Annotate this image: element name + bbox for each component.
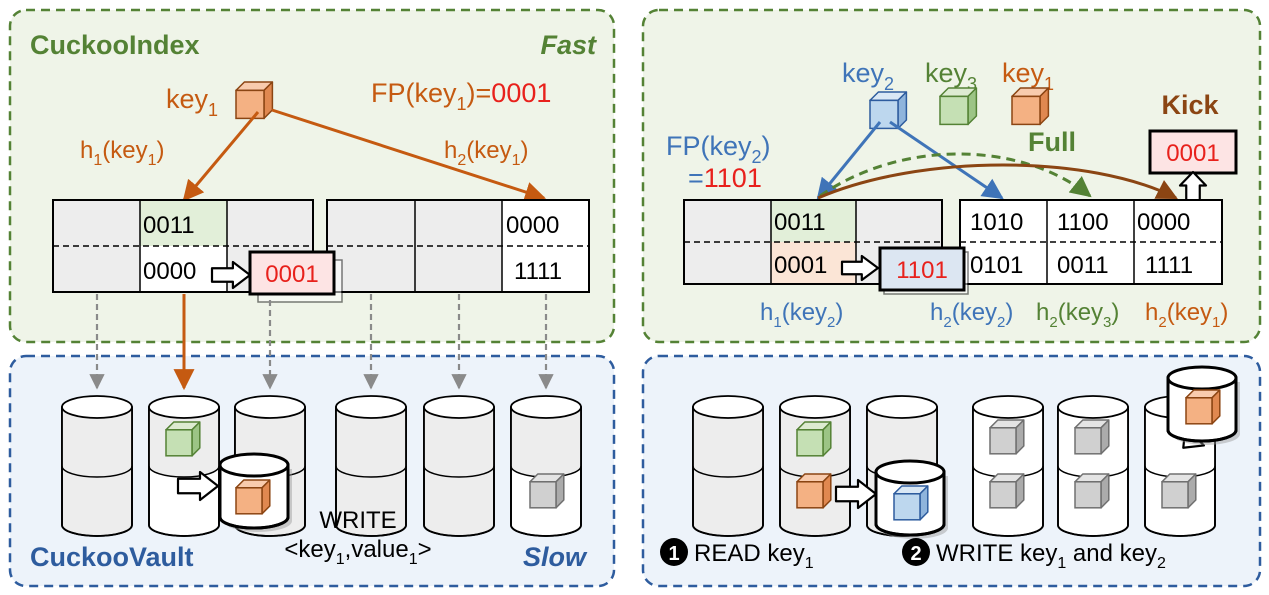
inserted-fp-box-right bbox=[878, 246, 969, 295]
step-1-label: READ key1 bbox=[694, 540, 814, 572]
step-2-label: WRITE key1 and key2 bbox=[936, 540, 1166, 572]
svg-text:1: 1 bbox=[668, 543, 679, 565]
cube-icon bbox=[796, 421, 832, 457]
key2-label: key2 bbox=[842, 58, 894, 94]
r-cell-b4-top: 1010 bbox=[970, 209, 1023, 236]
cell-b6-bot: 1111 bbox=[514, 258, 562, 285]
insert-arrow-icon bbox=[210, 260, 252, 290]
cube-icon bbox=[165, 421, 201, 457]
r-cell-b5-bot: 0011 bbox=[1057, 252, 1109, 279]
kick-curve bbox=[817, 163, 1178, 200]
inserted-fp-value-right: 1101 bbox=[896, 257, 948, 284]
database-cylinder-icon bbox=[335, 395, 407, 537]
cube-icon bbox=[1011, 87, 1050, 126]
cell-b2-top: 0011 bbox=[143, 212, 195, 239]
cube-icon bbox=[529, 473, 565, 509]
slow-label: Slow bbox=[523, 542, 588, 572]
h1-key1-label: h1(key1) bbox=[80, 137, 165, 169]
insert-arrow-icon bbox=[834, 478, 878, 510]
cube-icon bbox=[1011, 87, 1050, 126]
h2-key1-label: h2(key1) bbox=[444, 137, 529, 169]
insert-arrow-icon bbox=[176, 470, 220, 502]
full-label: Full bbox=[1028, 127, 1076, 157]
insert-arrow-icon bbox=[176, 470, 220, 502]
database-cylinder-icon bbox=[510, 395, 582, 537]
cuckoo-index-title: CuckooIndex bbox=[30, 30, 200, 60]
step-1-badge: 1 bbox=[660, 538, 688, 566]
bucket-links bbox=[89, 294, 554, 390]
write-label: WRITE bbox=[319, 507, 396, 534]
cube-icon bbox=[893, 485, 929, 521]
cube-icon bbox=[1185, 389, 1221, 425]
inserted-fp-value: 0001 bbox=[265, 261, 318, 288]
key3-label: key3 bbox=[925, 58, 977, 94]
cube-icon bbox=[529, 473, 565, 509]
fp-key1-label: FP(key1)=0001 bbox=[371, 78, 551, 114]
database-cylinder-icon bbox=[1057, 395, 1129, 537]
cell-b2-bot: 0000 bbox=[143, 258, 196, 285]
hash-table-right bbox=[683, 199, 1223, 285]
database-cylinder-icon bbox=[972, 395, 1044, 537]
r-cell-b5-top: 1100 bbox=[1057, 209, 1109, 236]
database-cylinder-icon bbox=[61, 395, 133, 537]
h2-arrow bbox=[271, 108, 546, 203]
r-cell-b6-bot: 1111 bbox=[1145, 252, 1193, 279]
fp-key2-value: =1101 bbox=[688, 163, 762, 193]
fast-label: Fast bbox=[540, 30, 597, 60]
cube-icon bbox=[165, 421, 201, 457]
h1-key2-arrow bbox=[816, 121, 882, 200]
write-pair-label: <key1,value1> bbox=[284, 536, 431, 568]
cube-icon bbox=[235, 479, 271, 515]
database-cylinder-icon bbox=[692, 395, 764, 537]
cube-icon bbox=[939, 87, 978, 126]
h2-key3-label: h2(key3) bbox=[1036, 299, 1119, 331]
h2-key2-label: h2(key2) bbox=[930, 299, 1013, 331]
step-2-badge: 2 bbox=[902, 538, 930, 566]
r-cell-b4-bot: 0101 bbox=[970, 252, 1023, 279]
cube-icon bbox=[989, 419, 1025, 455]
fp-key2-label: FP(key2) bbox=[666, 131, 771, 167]
cube-icon bbox=[235, 81, 274, 120]
kicked-fp-box bbox=[1148, 129, 1238, 175]
kick-label: Kick bbox=[1161, 90, 1219, 120]
cube-icon bbox=[235, 479, 271, 515]
full-curve bbox=[819, 152, 1092, 198]
cell-b6-top: 0000 bbox=[506, 212, 559, 239]
cube-icon bbox=[939, 87, 978, 126]
cube-icon bbox=[1074, 473, 1110, 509]
kicked-fp-value: 0001 bbox=[1166, 140, 1219, 167]
insert-arrow-icon bbox=[210, 260, 252, 290]
r-cell-b2-top: 0011 bbox=[774, 209, 826, 236]
h2-key1-label-right: h2(key1) bbox=[1145, 299, 1228, 331]
cube-icon bbox=[1161, 473, 1197, 509]
key1-label-right: key1 bbox=[1002, 58, 1054, 94]
cube-icon bbox=[869, 91, 908, 130]
cube-icon bbox=[989, 473, 1025, 509]
svg-text:2: 2 bbox=[910, 543, 921, 565]
database-cylinder-icon bbox=[874, 365, 1240, 539]
key1-label: key1 bbox=[166, 84, 218, 120]
cube-icon bbox=[796, 419, 1197, 509]
r-cell-b6-top: 0000 bbox=[1137, 209, 1190, 236]
cube-icon bbox=[235, 81, 274, 120]
database-cylinder-icon bbox=[423, 395, 495, 537]
cuckoo-vault-title: CuckooVault bbox=[30, 542, 194, 572]
h2-key2-arrow bbox=[889, 120, 1004, 200]
h1-key2-label: h1(key2) bbox=[760, 299, 843, 331]
insert-arrow-icon bbox=[840, 254, 880, 282]
cube-icon bbox=[869, 91, 908, 130]
database-cylinder-icon bbox=[148, 395, 220, 537]
cube-icon bbox=[796, 473, 832, 509]
r-cell-b2-bot: 0001 bbox=[774, 252, 827, 279]
inserted-fp-box bbox=[248, 250, 343, 303]
cube-icon bbox=[1074, 419, 1110, 455]
h1-arrow bbox=[182, 111, 260, 202]
insert-arrow-icon bbox=[840, 254, 880, 282]
database-cylinder-icon bbox=[779, 395, 851, 537]
